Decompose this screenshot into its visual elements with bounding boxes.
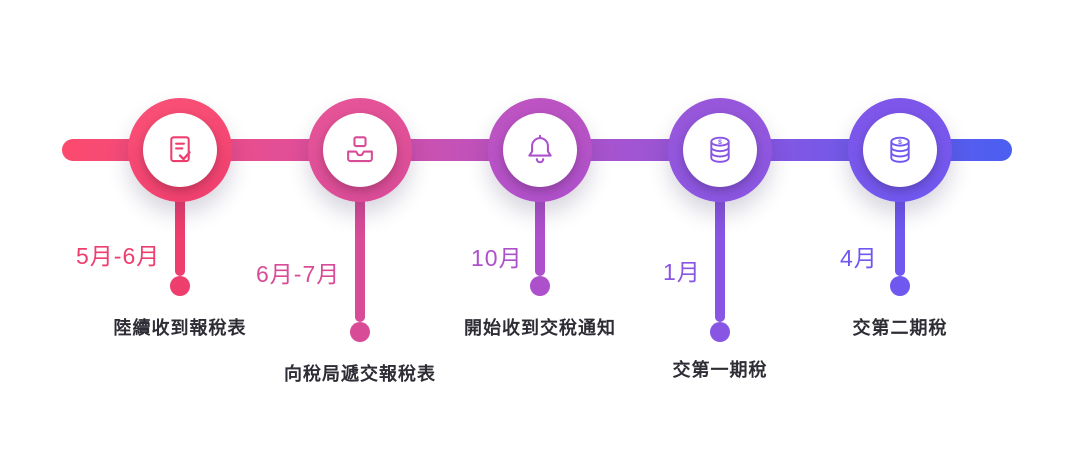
date-label: 1月 <box>663 259 701 285</box>
node-label: 開始收到交稅通知 <box>464 318 616 338</box>
date-label: 10月 <box>471 245 523 271</box>
node-icon-background <box>323 113 397 187</box>
bell-icon <box>521 131 559 169</box>
node-stem <box>535 196 545 276</box>
node-dot <box>710 322 730 342</box>
node-circle: $ <box>668 98 772 202</box>
node-icon-background: $ <box>683 113 757 187</box>
node-dot <box>350 322 370 342</box>
node-stem <box>175 196 185 276</box>
date-label: 5月-6月 <box>76 243 161 269</box>
node-stem <box>355 196 365 322</box>
date-label: 6月-7月 <box>256 261 341 287</box>
node-icon-background: $ <box>863 113 937 187</box>
coins-icon: $ <box>881 131 919 169</box>
date-label: 4月 <box>840 245 878 271</box>
node-label: 交第一期稅 <box>672 360 768 380</box>
node-label: 向稅局遞交報稅表 <box>284 364 436 384</box>
node-circle <box>308 98 412 202</box>
node-circle <box>128 98 232 202</box>
node-label: 交第二期稅 <box>852 318 948 338</box>
submit-form-icon <box>341 131 379 169</box>
node-circle <box>488 98 592 202</box>
node-dot <box>170 276 190 296</box>
node-stem <box>715 196 725 322</box>
node-label: 陸續收到報稅表 <box>113 318 247 338</box>
svg-text:$: $ <box>718 139 722 146</box>
coins-icon: $ <box>701 131 739 169</box>
node-circle: $ <box>848 98 952 202</box>
node-dot <box>530 276 550 296</box>
svg-text:$: $ <box>898 139 902 146</box>
node-stem <box>895 196 905 276</box>
tax-form-icon <box>161 131 199 169</box>
node-icon-background <box>503 113 577 187</box>
node-icon-background <box>143 113 217 187</box>
node-dot <box>890 276 910 296</box>
